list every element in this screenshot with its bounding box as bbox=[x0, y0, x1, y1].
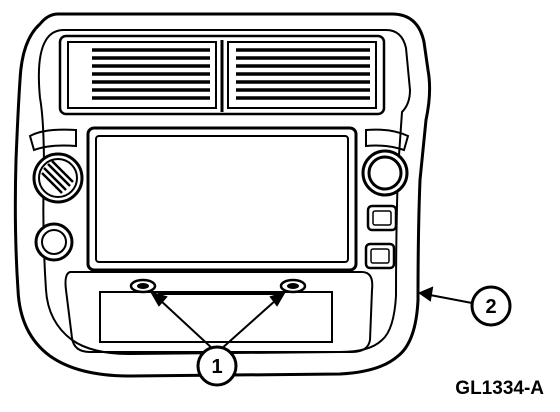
callout-2-label: 2 bbox=[485, 296, 496, 318]
upper-right-switch-inner bbox=[372, 210, 392, 226]
right-indicator-pad bbox=[365, 128, 410, 152]
callout-2: 2 bbox=[470, 285, 512, 327]
callout-1-leaders bbox=[149, 291, 287, 351]
callout-1-label: 1 bbox=[211, 356, 222, 378]
upper-right-switch bbox=[366, 204, 398, 232]
radio-opening-inner bbox=[95, 135, 349, 263]
callout-1: 1 bbox=[196, 345, 238, 387]
lower-bin-opening bbox=[99, 291, 333, 343]
left-control-knob bbox=[32, 152, 84, 204]
right-retaining-screw bbox=[279, 278, 307, 294]
lower-bin-surround bbox=[64, 271, 374, 353]
callout-2-leader bbox=[417, 286, 473, 304]
radio-opening-outer bbox=[86, 126, 358, 272]
left-retaining-screw bbox=[129, 278, 157, 294]
bezel-inner-outline bbox=[37, 29, 412, 356]
lower-right-switch-inner bbox=[370, 248, 390, 264]
right-vent-louvers bbox=[236, 48, 370, 100]
right-control-knob bbox=[361, 149, 409, 197]
right-vent-opening bbox=[227, 41, 377, 109]
left-vent-louvers bbox=[92, 48, 210, 100]
left-indicator-pad bbox=[28, 128, 77, 152]
left-vent-opening bbox=[67, 41, 217, 109]
figure-id: GL1334-A bbox=[455, 378, 544, 399]
left-small-knob bbox=[34, 222, 74, 262]
lower-right-switch bbox=[364, 242, 396, 270]
